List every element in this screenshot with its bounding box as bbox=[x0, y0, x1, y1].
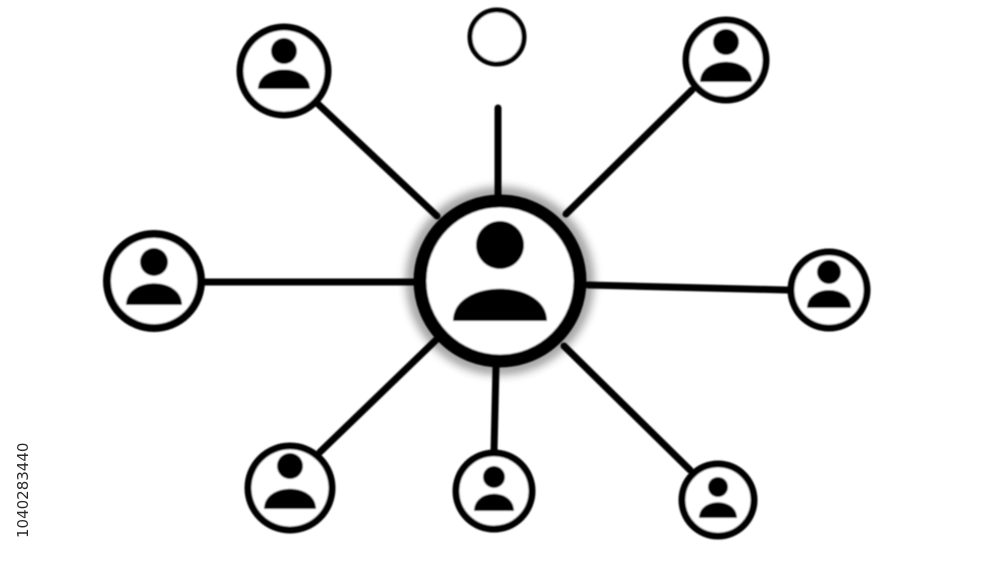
user-node-left bbox=[103, 230, 205, 332]
person-icon bbox=[807, 260, 851, 308]
stock-id-text: 1040283440 bbox=[14, 442, 32, 538]
center-user-node bbox=[413, 194, 587, 368]
user-node-bottom-right bbox=[678, 460, 758, 540]
center-node-glow bbox=[407, 188, 593, 374]
person-icon bbox=[699, 477, 737, 518]
person-icon bbox=[474, 466, 514, 511]
user-node-bottom-left bbox=[244, 442, 336, 534]
user-node-bottom-center bbox=[452, 449, 536, 533]
person-icon bbox=[700, 29, 752, 82]
user-node-top-left bbox=[236, 23, 332, 119]
connector-top-right bbox=[562, 86, 696, 218]
user-node-top-right bbox=[682, 16, 770, 104]
connector-right bbox=[584, 281, 791, 294]
empty-circle-node bbox=[467, 7, 527, 67]
user-node-right bbox=[787, 248, 871, 332]
stock-id-watermark: 1040283440 bbox=[14, 312, 32, 538]
connector-bottom-right bbox=[560, 342, 694, 474]
person-icon bbox=[264, 453, 316, 509]
connector-top-left bbox=[314, 100, 441, 220]
person-icon bbox=[258, 38, 310, 89]
person-icon bbox=[453, 221, 547, 321]
connector-bottom-center bbox=[490, 362, 500, 456]
person-icon bbox=[126, 248, 182, 305]
connector-bottom-left bbox=[316, 336, 440, 456]
